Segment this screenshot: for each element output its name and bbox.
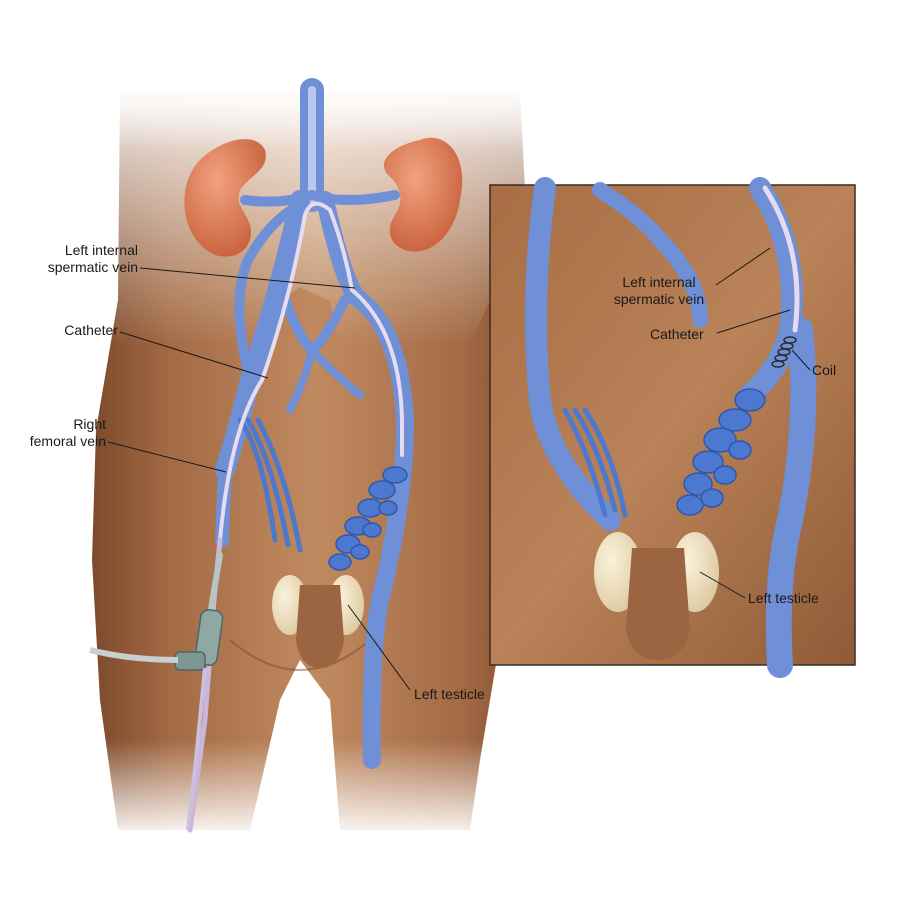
right-kidney-image (383, 137, 463, 252)
coil-image (771, 336, 797, 368)
varicose-plexus (328, 466, 408, 571)
label-right-femoral-vein: Right femoral vein (29, 416, 106, 449)
inset-label-left-testicle: Left testicle (748, 590, 819, 606)
inset-label-catheter: Catheter (650, 326, 704, 342)
label-left-internal-spermatic-vein: Left internal spermatic vein (47, 242, 138, 275)
inset-varicose-plexus (676, 388, 766, 516)
catheter-sheath (89, 552, 224, 831)
inset-label-left-internal-spermatic-vein: Left internal spermatic vein (613, 274, 705, 307)
inset-label-coil: Coil (812, 362, 837, 378)
label-leader-lines (107, 247, 811, 691)
label-catheter: Catheter (64, 322, 118, 338)
inset-panel (489, 177, 856, 678)
inset-genitals (594, 532, 719, 660)
left-kidney-image (184, 139, 266, 257)
label-left-testicle: Left testicle (414, 686, 485, 702)
genitals (272, 575, 364, 668)
vein-network (187, 78, 415, 833)
